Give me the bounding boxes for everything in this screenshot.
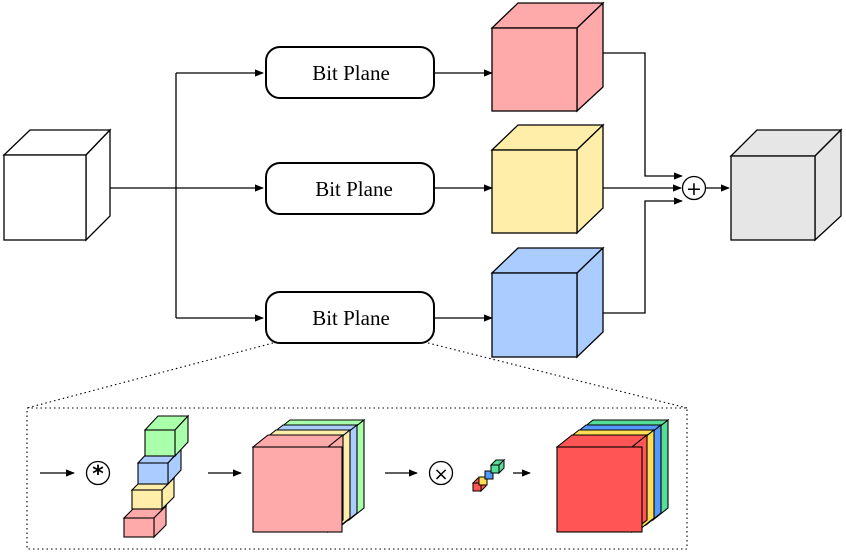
red-plane-cube — [490, 1, 605, 113]
bit-plane-block-1: Bit Plane — [265, 46, 435, 99]
input-connectors — [110, 69, 264, 322]
result-map-red — [555, 433, 649, 534]
kernel-red — [122, 504, 168, 539]
bit-plane-label: Bit Plane — [315, 177, 393, 201]
feature-map-red — [251, 433, 345, 534]
blue-plane-cube — [490, 246, 605, 359]
kernel-green — [143, 414, 190, 458]
multiply-operator: × — [428, 460, 454, 486]
bit-plane-label: Bit Plane — [312, 61, 390, 85]
bit-plane-block-3: Bit Plane — [265, 291, 435, 344]
convolution-operator: * — [85, 460, 111, 487]
detail-panel-border — [26, 407, 688, 550]
bit-plane-block-2: Bit Plane — [265, 162, 435, 215]
zoom-guide — [26, 342, 688, 550]
block-output-arrows — [434, 69, 493, 322]
yellow-plane-cube — [490, 123, 605, 235]
input-cube — [2, 128, 112, 242]
feature-map-stack — [251, 418, 366, 534]
kernel-stack — [122, 414, 190, 539]
asterisk-symbol: * — [92, 462, 104, 487]
detail-panel: * — [40, 414, 670, 539]
sum-operator: + — [681, 175, 707, 201]
kernel-blue — [136, 447, 183, 486]
weight-vector — [471, 458, 506, 493]
result-map-stack — [555, 418, 670, 534]
sum-connectors — [603, 52, 730, 314]
plus-symbol: + — [686, 178, 702, 200]
bit-plane-label: Bit Plane — [312, 306, 390, 330]
times-symbol: × — [433, 464, 448, 485]
output-cube — [729, 128, 843, 242]
